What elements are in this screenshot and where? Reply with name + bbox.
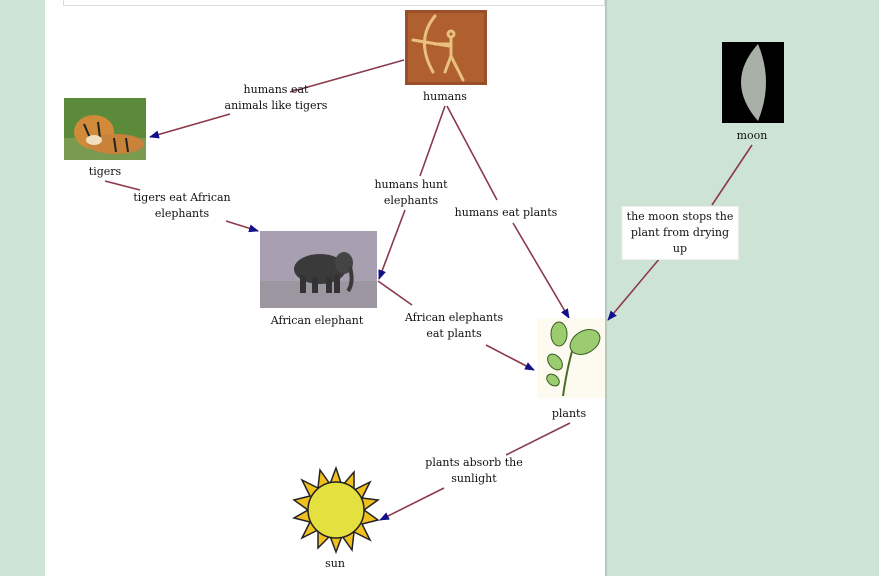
node-label-elephant: African elephant xyxy=(270,314,364,327)
link-label-plants-sun: plants absorb the sunlight xyxy=(425,455,522,487)
link-moon-plants-b[interactable] xyxy=(607,257,661,321)
link-label-moon-plants: the moon stops the plant from drying up xyxy=(621,206,739,260)
link-plants-sun-b[interactable] xyxy=(379,487,445,521)
link-label-line: African elephants xyxy=(404,311,504,324)
link-label-line: sunlight xyxy=(451,472,497,485)
node-label-tigers: tigers xyxy=(88,165,122,178)
link-humans-elephant-b[interactable] xyxy=(378,209,406,280)
tigers-image[interactable] xyxy=(64,98,146,160)
link-label-tigers-elephant: tigers eat African elephants xyxy=(133,190,230,222)
elephant-image[interactable] xyxy=(260,231,377,308)
link-label-line: plants absorb the xyxy=(425,456,523,469)
sun-icon[interactable] xyxy=(292,466,380,554)
link-humans-tigers-a[interactable] xyxy=(289,59,405,93)
humans-image[interactable] xyxy=(405,10,487,85)
link-label-line: up xyxy=(672,242,688,255)
node-label-humans: humans xyxy=(423,90,467,103)
link-label-humans-plants: humans eat plants xyxy=(455,205,558,221)
link-label-humans-elephant: humans hunt elephants xyxy=(374,177,447,209)
link-label-line: humans hunt xyxy=(374,178,448,191)
link-label-line: eat plants xyxy=(426,327,482,340)
link-elephant-plants-b[interactable] xyxy=(485,344,535,371)
link-humans-tigers-b[interactable] xyxy=(149,113,231,139)
link-label-line: humans eat xyxy=(243,83,309,96)
link-label-line: humans eat plants xyxy=(454,206,558,219)
node-label-plants: plants xyxy=(551,407,587,420)
link-elephant-plants-a[interactable] xyxy=(377,280,413,306)
link-label-elephant-plants: African elephants eat plants xyxy=(405,310,503,342)
link-label-line: the moon stops the xyxy=(626,210,734,223)
link-label-line: tigers eat African xyxy=(133,191,231,204)
link-humans-plants-b[interactable] xyxy=(512,222,570,319)
link-moon-plants-a[interactable] xyxy=(711,144,753,206)
plants-image[interactable] xyxy=(537,318,605,398)
link-humans-elephant-a[interactable] xyxy=(419,105,446,177)
link-label-humans-tigers: humans eat animals like tigers xyxy=(225,82,328,114)
link-plants-sun-a[interactable] xyxy=(505,422,571,456)
link-tigers-elephant-a[interactable] xyxy=(104,180,141,191)
link-tigers-elephant-b[interactable] xyxy=(225,220,259,233)
link-humans-plants-a[interactable] xyxy=(446,105,498,201)
top-toolbar-edge xyxy=(63,0,605,6)
node-label-moon: moon xyxy=(736,129,768,142)
link-label-line: plant from drying xyxy=(630,226,730,239)
moon-image[interactable] xyxy=(722,42,784,123)
link-label-line: elephants xyxy=(383,194,439,207)
link-label-line: elephants xyxy=(154,207,210,220)
link-label-line: animals like tigers xyxy=(224,99,328,112)
node-label-sun: sun xyxy=(325,557,345,570)
